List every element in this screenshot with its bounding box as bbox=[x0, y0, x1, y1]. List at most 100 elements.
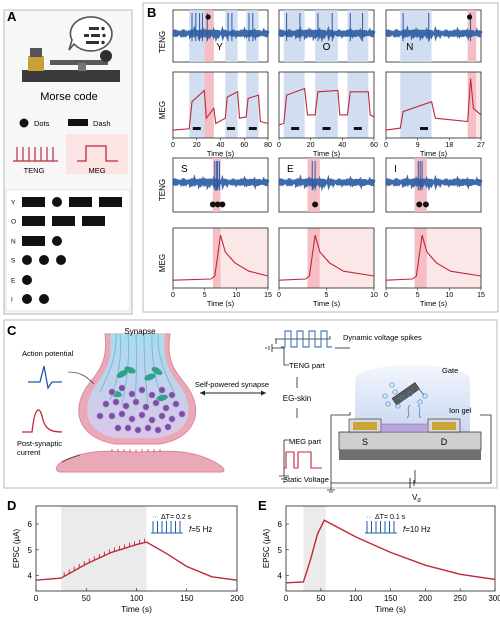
psc-waveform bbox=[22, 409, 63, 433]
vesicle bbox=[154, 426, 162, 434]
vesicle bbox=[138, 386, 146, 394]
meg-o-blue-shade bbox=[283, 72, 305, 138]
meg-i-frame bbox=[385, 227, 482, 289]
psc-arrow bbox=[61, 454, 81, 463]
meg-n-frame bbox=[385, 71, 482, 139]
vesicle bbox=[168, 391, 176, 399]
morse-row-letter: N bbox=[11, 239, 16, 246]
meg-y-tick-label: 80 bbox=[264, 142, 272, 149]
panel-e-letter: E bbox=[258, 498, 267, 513]
inset-delta-label: ΔT= 0.2 s bbox=[161, 514, 192, 521]
ion-gel-particle bbox=[382, 393, 388, 399]
teng-ylabel-top: TENG bbox=[158, 31, 167, 53]
meg-e-xlabel: Time (s) bbox=[313, 299, 341, 308]
y-tick-label: 4 bbox=[278, 572, 283, 581]
morse-dot bbox=[52, 236, 62, 246]
teng-part-label: TENG part bbox=[289, 361, 326, 370]
meg-y-red-shade bbox=[204, 72, 214, 138]
meg-i-tick-label: 5 bbox=[416, 292, 420, 299]
meg-s-tick-label: 15 bbox=[264, 292, 272, 299]
dots-label: Dots bbox=[34, 119, 50, 128]
ion-gel-particle bbox=[389, 382, 395, 388]
eg-skin-label: EG-skin bbox=[283, 394, 311, 403]
vesicle bbox=[148, 391, 156, 399]
vesicle bbox=[164, 423, 172, 431]
vesicle bbox=[178, 410, 186, 418]
y-axis-label: EPSC (μA) bbox=[12, 529, 21, 569]
teng-e-dot bbox=[312, 201, 319, 208]
teng-s-dot bbox=[219, 201, 226, 208]
meg-n-tick-label: 9 bbox=[416, 142, 420, 149]
morse-dash bbox=[52, 216, 75, 226]
dynamic-spikes-label: Dynamic voltage spikes bbox=[343, 333, 422, 342]
meg-n-red-shade bbox=[476, 72, 481, 138]
meg-i-red-shade bbox=[426, 228, 481, 288]
ion-gel-particle bbox=[392, 389, 398, 395]
meg-i-red-shade bbox=[414, 228, 427, 288]
panel-c-letter: C bbox=[7, 323, 17, 338]
morse-dash bbox=[99, 197, 122, 207]
meg-e-curve bbox=[278, 235, 375, 281]
dot-symbol bbox=[19, 118, 29, 128]
panel-d-letter: D bbox=[7, 498, 16, 513]
teng-n-signal bbox=[385, 25, 483, 43]
morse-dot bbox=[22, 294, 32, 304]
meg-e-red-shade bbox=[319, 228, 374, 288]
meg-o-tick-label: 40 bbox=[338, 142, 346, 149]
vesicle bbox=[118, 410, 126, 418]
meg-legend-box bbox=[66, 134, 128, 174]
circuit-diagram bbox=[265, 330, 350, 483]
y-tick-label: 4 bbox=[28, 572, 33, 581]
vesicle bbox=[152, 399, 160, 407]
meg-y-tick-label: 60 bbox=[240, 142, 248, 149]
meg-n-tick-label: 18 bbox=[445, 142, 453, 149]
meg-e-red-shade bbox=[307, 228, 320, 288]
teng-s-signal bbox=[172, 174, 270, 192]
vesicle bbox=[96, 412, 104, 420]
morse-row-letter: S bbox=[11, 258, 16, 265]
morse-dot bbox=[56, 255, 66, 265]
meg-y-tick-label: 0 bbox=[171, 142, 175, 149]
morse-dash bbox=[69, 197, 92, 207]
meg-y-blue-shade bbox=[189, 72, 205, 138]
meg-y-blue-shade bbox=[225, 72, 238, 138]
meg-o-dash-marker bbox=[322, 127, 331, 130]
vesicle bbox=[144, 424, 152, 432]
teng-n-dot bbox=[467, 14, 473, 20]
meg-o-xlabel: Time (s) bbox=[313, 149, 341, 158]
teng-i-signal bbox=[385, 174, 483, 192]
morse-dash bbox=[22, 236, 45, 246]
morse-dot bbox=[22, 255, 32, 265]
meg-o-dash-marker bbox=[353, 127, 362, 130]
y-tick-label: 5 bbox=[278, 546, 283, 555]
vesicle bbox=[148, 416, 156, 424]
meg-o-tick-label: 0 bbox=[277, 142, 281, 149]
vesicle bbox=[158, 412, 166, 420]
teng-legend-label: TENG bbox=[24, 166, 45, 175]
vesicle bbox=[138, 411, 146, 419]
x-tick-label: 150 bbox=[384, 594, 398, 603]
morse-dot bbox=[22, 275, 32, 285]
y-tick-label: 6 bbox=[28, 520, 33, 529]
vesicle bbox=[122, 402, 130, 410]
meg-o-frame bbox=[278, 71, 375, 139]
action-potential-waveform bbox=[28, 365, 62, 390]
morse-dash bbox=[82, 216, 105, 226]
meg-o-dash-marker bbox=[291, 127, 300, 130]
stimulus-shade bbox=[303, 506, 326, 591]
synapse-illustration bbox=[55, 333, 225, 473]
panel-a-letter: A bbox=[7, 9, 17, 24]
drain-label: D bbox=[441, 437, 448, 447]
x-tick-label: 50 bbox=[316, 594, 325, 603]
teng-ylabel-bottom: TENG bbox=[158, 179, 167, 201]
meg-i-tick-label: 0 bbox=[384, 292, 388, 299]
teng-y-letter: Y bbox=[216, 42, 223, 53]
teng-e-letter: E bbox=[287, 164, 294, 175]
meg-n-tick-label: 27 bbox=[477, 142, 485, 149]
morse-dash bbox=[22, 197, 45, 207]
